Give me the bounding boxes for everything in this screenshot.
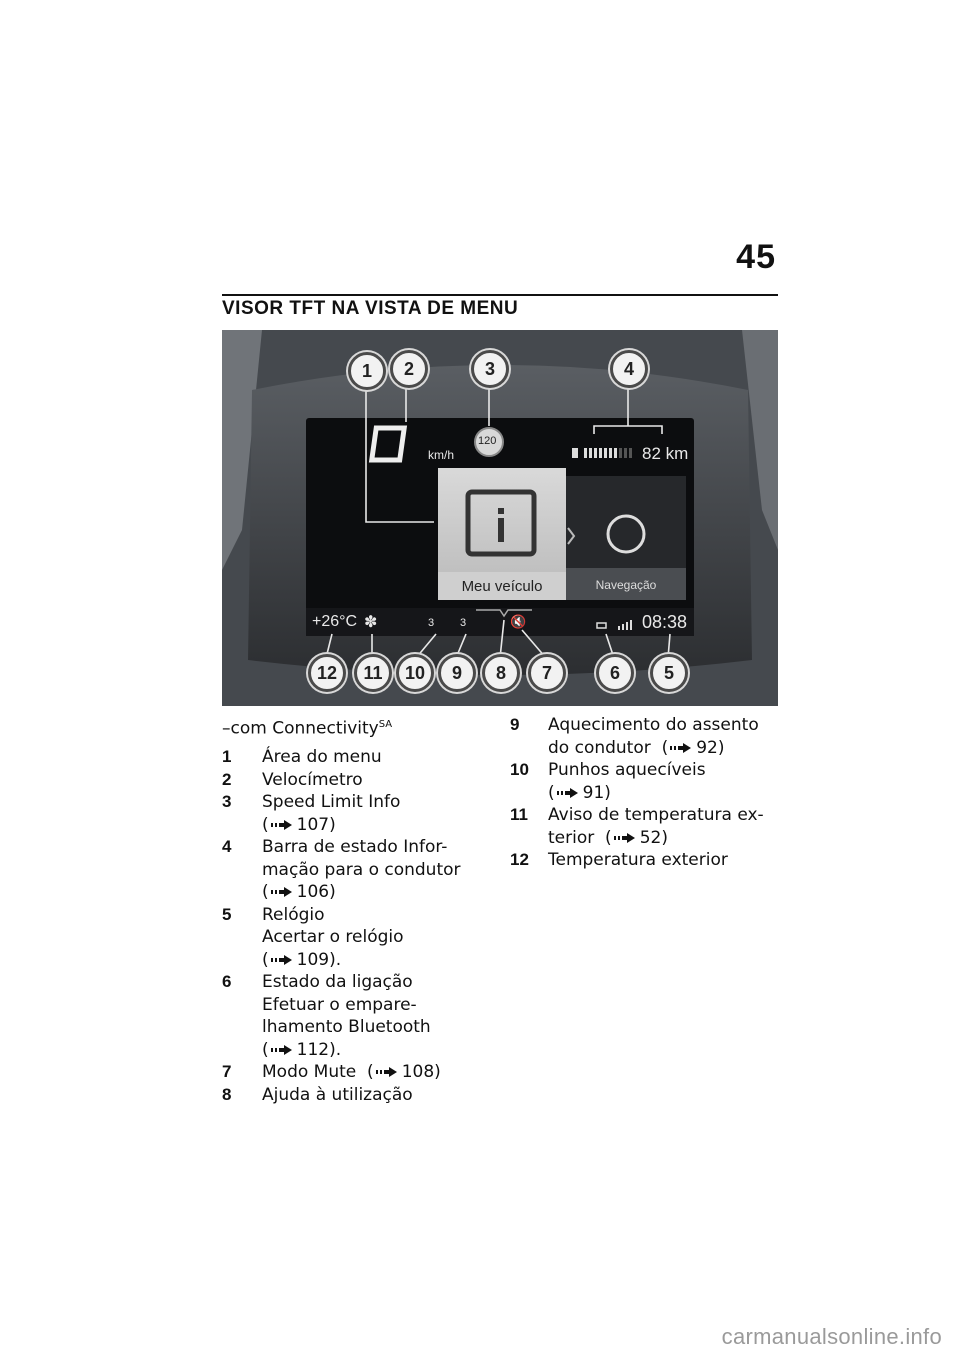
callout-8: 8	[482, 654, 520, 692]
header-rule	[222, 294, 778, 296]
page-ref-link[interactable]: (91)	[548, 782, 611, 803]
legend-item-5: 5 Relógio Acertar o relógio (109).	[222, 904, 472, 972]
page-ref-arrow-icon	[270, 954, 292, 965]
callout-9: 9	[438, 654, 476, 692]
menu-tile-my-vehicle: Meu veículo	[461, 578, 543, 595]
range-readout: 82 km	[642, 444, 689, 463]
watermark: carmanualsonline.info	[721, 1324, 942, 1349]
tft-display-figure: km/h 120 82 km Meu veículo Navegação +26…	[222, 330, 778, 706]
legend-item-11: 11 Aviso de temperatura ex- terior (52)	[510, 805, 764, 848]
page-ref-link[interactable]: (106)	[262, 882, 336, 903]
callout-12: 12	[308, 654, 346, 692]
speed-limit-value: 120	[478, 435, 497, 447]
legend-item-6: 6 Estado da ligação Efetuar o empare- lh…	[222, 971, 472, 1061]
page-ref-arrow-icon	[270, 1044, 292, 1055]
legend-item-9: 9 Aquecimento do assento do condutor (92…	[510, 715, 759, 758]
page-ref-arrow-icon	[270, 819, 292, 830]
seat-heat-indicator: 3	[428, 617, 435, 629]
page-ref-link[interactable]: (109).	[262, 949, 342, 970]
legend-left-column: –com ConnectivitySA 1 Área do menu 2 Vel…	[222, 714, 472, 1106]
legend-right-column: 9 Aquecimento do assento do condutor (92…	[510, 714, 780, 872]
speed-limit-sign	[474, 427, 504, 457]
legend-intro: –com ConnectivitySA	[222, 718, 393, 739]
callout-5: 5	[650, 654, 688, 692]
page-ref-link[interactable]: (108)	[367, 1062, 441, 1083]
callout-1: 1	[348, 352, 386, 390]
speed-unit: km/h	[428, 448, 455, 462]
callout-3: 3	[471, 350, 509, 388]
page-ref-arrow-icon	[375, 1067, 397, 1078]
callout-11: 11	[354, 654, 392, 692]
clock-readout: 08:38	[642, 612, 688, 632]
legend-item-1: 1 Área do menu	[222, 747, 382, 768]
callout-10: 10	[396, 654, 434, 692]
menu-tile-navigation: Navegação	[595, 578, 657, 592]
page-ref-link[interactable]: (92)	[661, 737, 725, 758]
page-ref-link[interactable]: (107)	[262, 814, 336, 835]
callout-6: 6	[596, 654, 634, 692]
callout-7: 7	[528, 654, 566, 692]
legend-item-4: 4 Barra de estado Infor- mação para o co…	[222, 836, 472, 904]
legend-item-10: 10 Punhos aquecíveis (91)	[510, 759, 780, 804]
callout-2: 2	[390, 350, 428, 388]
page-ref-arrow-icon	[613, 832, 635, 843]
callout-4: 4	[610, 350, 648, 388]
page-ref-arrow-icon	[556, 787, 578, 798]
mute-icon: 🔇	[510, 614, 527, 629]
legend-item-7: 7 Modo Mute (108)	[222, 1062, 441, 1083]
frost-icon: ✽	[364, 614, 378, 631]
page-ref-link[interactable]: (52)	[605, 827, 668, 848]
legend-item-3: 3 Speed Limit Info (107)	[222, 791, 472, 836]
outside-temperature: +26°C	[312, 613, 358, 630]
legend-item-8: 8 Ajuda à utilização	[222, 1084, 413, 1105]
page-ref-link[interactable]: (112).	[262, 1039, 342, 1060]
page-ref-arrow-icon	[670, 742, 692, 753]
legend-item-12: 12 Temperatura exterior	[510, 850, 728, 870]
section-title: VISOR TFT NA VISTA DE MENU	[222, 298, 519, 319]
legend-item-2: 2 Velocímetro	[222, 769, 363, 790]
page-ref-arrow-icon	[270, 887, 292, 898]
grip-heat-indicator: 3	[460, 617, 467, 629]
page-number: 45	[736, 238, 776, 276]
dashboard-illustration	[222, 330, 778, 706]
